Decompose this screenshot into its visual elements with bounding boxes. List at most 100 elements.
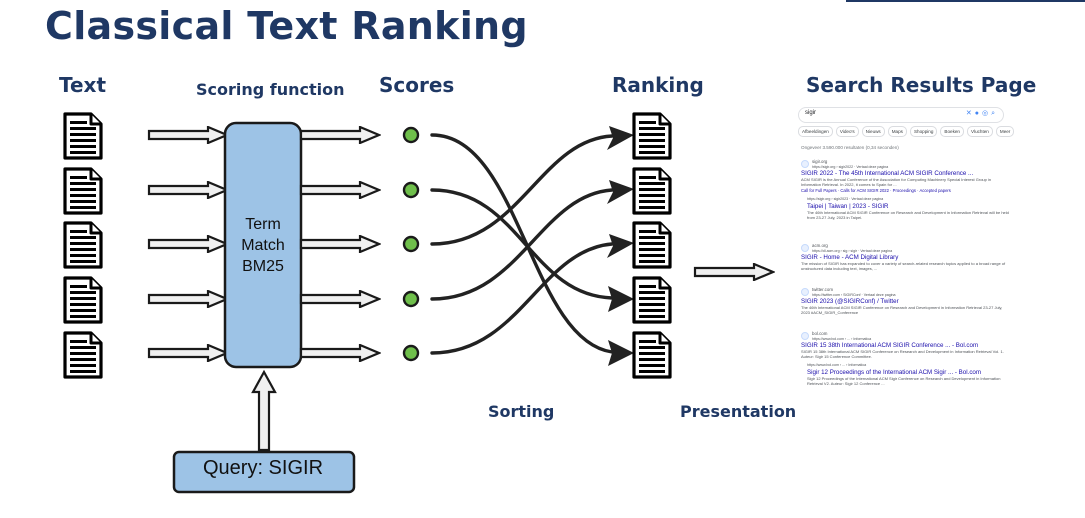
serp-result-url: https://www.bol.com › ... › Informatica: [807, 363, 867, 367]
favicon-icon: [801, 160, 809, 168]
serp-result-url: https://sigir.org › sigir2022 · Vertaal …: [812, 164, 889, 169]
query-box: [172, 450, 356, 494]
serp-result: acm.org https://dl.acm.org › sig › sigir…: [801, 243, 1009, 271]
serp-result: bol.com https://www.bol.com › ... › Info…: [801, 331, 1009, 386]
serp-chip: Video's: [835, 126, 859, 137]
document-icon: [63, 112, 103, 160]
query-arrow-icon: [251, 369, 277, 452]
ranked-document-icon: [632, 276, 672, 324]
serp-result-title: Taipei | Taiwan | 2023 - SIGIR: [807, 202, 889, 210]
serp-result-title: SIGIR - Home - ACM Digital Library: [801, 254, 899, 261]
mic-icon: ●: [974, 110, 982, 117]
serp-result-stats: Ongeveer 3.590.000 resultaten (0,34 seco…: [801, 145, 899, 150]
label-sorting: Sorting: [488, 402, 555, 421]
header-text: Text: [59, 73, 107, 97]
search-results-page: sigir ✕●◎⌕ Afbeeldingen Video's Nieuws M…: [798, 103, 1014, 403]
output-arrow-icon: [299, 181, 381, 199]
serp-result-url: https://twitter.com › SIGIRConf · Vertaa…: [812, 292, 896, 297]
serp-result-source: twitter.com: [812, 287, 833, 292]
sorting-arrowhead-icon: [608, 286, 634, 312]
favicon-icon: [801, 244, 809, 252]
search-icon: ⌕: [991, 110, 998, 117]
serp-result-sitelinks: Call for Full Papers · Calls for ACM SIG…: [801, 188, 951, 193]
sorting-curve: [430, 188, 614, 301]
top-divider: [846, 0, 1085, 2]
serp-sub-result: https://www.bol.com › ... › Informatica …: [807, 363, 1009, 386]
sorting-curve: [430, 188, 614, 300]
sorting-curve: [430, 242, 614, 355]
serp-result-title: SIGIR 2023 (@SIGIRConf) / Twitter: [801, 298, 899, 305]
sorting-arrowhead-icon: [608, 340, 634, 366]
slide-title: Classical Text Ranking: [45, 4, 528, 48]
header-scores: Scores: [379, 73, 455, 97]
document-icon: [63, 331, 103, 379]
scoring-label-line: Term: [245, 216, 281, 233]
serp-chip: Maps: [887, 126, 907, 137]
serp-search-bar: sigir ✕●◎⌕: [798, 107, 1004, 123]
favicon-icon: [801, 332, 809, 340]
header-ranking: Ranking: [612, 73, 704, 97]
serp-result-url: https://sigir.org › sigir2023 · Vertaal …: [807, 197, 884, 201]
header-scoring-function: Scoring function: [196, 80, 345, 99]
document-icon: [63, 221, 103, 269]
serp-sub-result: https://sigir.org › sigir2023 · Vertaal …: [807, 197, 1009, 220]
serp-result-source: bol.com: [812, 331, 828, 336]
serp-result-title: SIGIR 15 38th International ACM SIGIR Co…: [801, 342, 979, 349]
favicon-icon: [801, 288, 809, 296]
score-dot: [402, 290, 420, 308]
input-arrow-icon: [147, 344, 229, 362]
score-dot: [402, 344, 420, 362]
serp-chip: Afbeeldingen: [798, 126, 833, 137]
output-arrow-icon: [299, 290, 381, 308]
query-label: Query: SIGIR: [202, 457, 324, 479]
serp-result-source: acm.org: [812, 243, 828, 248]
close-icon: ✕: [965, 110, 975, 117]
scoring-function-label: Term Match BM25: [228, 214, 298, 277]
sorting-arrowhead-icon: [607, 180, 634, 204]
serp-result-snippet: SIGIR 15 38th International ACM SIGIR Co…: [801, 349, 1004, 359]
serp-chip: Boeken: [940, 126, 964, 137]
serp-query: sigir: [805, 110, 817, 116]
serp-result: sigir.org https://sigir.org › sigir2022 …: [801, 159, 1009, 220]
sorting-curve: [430, 133, 614, 354]
presentation-arrow-icon: [693, 263, 775, 281]
input-arrow-icon: [147, 290, 229, 308]
scoring-label-line: BM25: [242, 258, 284, 275]
score-dot: [402, 181, 420, 199]
input-arrow-icon: [147, 235, 229, 253]
serp-result: twitter.com https://twitter.com › SIGIRC…: [801, 287, 1009, 315]
serp-search-icons: ✕●◎⌕: [966, 109, 998, 118]
serp-result-snippet: The 46th International ACM SIGIR Confere…: [801, 305, 1003, 315]
serp-chip: Nieuws: [861, 126, 885, 137]
ranked-document-icon: [632, 167, 672, 215]
label-presentation: Presentation: [680, 402, 797, 421]
output-arrow-icon: [299, 126, 381, 144]
scoring-label-line: Match: [241, 237, 285, 254]
serp-result-snippet: The mission of SIGIR has expanded to cov…: [801, 261, 1006, 271]
serp-chip: Shopping: [909, 126, 938, 137]
ranked-document-icon: [632, 221, 672, 269]
serp-result-url: https://dl.acm.org › sig › sigir · Verta…: [812, 248, 893, 253]
score-dot: [402, 235, 420, 253]
lens-icon: ◎: [981, 110, 992, 117]
document-icon: [63, 276, 103, 324]
serp-chip: Meer: [995, 126, 1014, 137]
input-arrow-icon: [147, 181, 229, 199]
output-arrow-icon: [299, 235, 381, 253]
ranked-document-icon: [632, 331, 672, 379]
serp-filter-chips: Afbeeldingen Video's Nieuws Maps Shoppin…: [798, 126, 1014, 137]
document-icon: [63, 167, 103, 215]
sorting-arrowhead-icon: [607, 126, 634, 150]
serp-result-url: https://www.bol.com › ... › Informatica: [812, 336, 872, 341]
serp-chip: Vluchten: [966, 126, 993, 137]
input-arrow-icon: [147, 126, 229, 144]
ranked-document-icon: [632, 112, 672, 160]
sorting-curve: [430, 134, 614, 246]
serp-result-snippet: The 46th International ACM SIGIR Confere…: [807, 209, 1009, 220]
serp-result-source: sigir.org: [812, 159, 828, 164]
serp-result-title: SIGIR 2022 - The 45th International ACM …: [801, 170, 974, 177]
sorting-arrowhead-icon: [607, 234, 634, 258]
header-search-results-page: Search Results Page: [806, 73, 1037, 97]
output-arrow-icon: [299, 344, 381, 362]
